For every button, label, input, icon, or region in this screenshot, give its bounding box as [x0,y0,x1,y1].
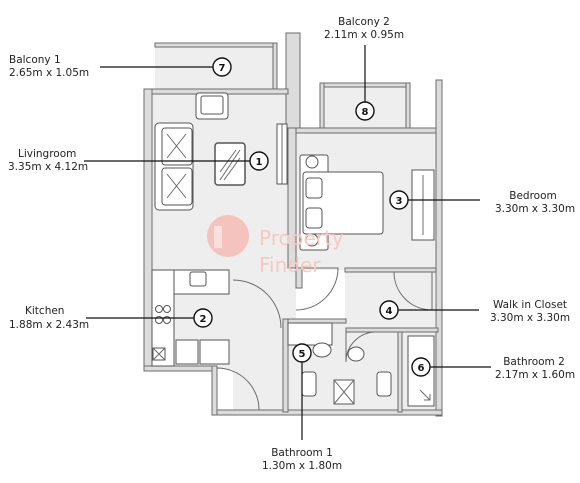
label-bathroom-1-size: 1.30m x 1.80m [262,460,342,472]
callout-leaders [84,45,491,440]
marker-bathroom-2: 6 [411,357,431,377]
left-outer-wall [143,88,153,372]
label-livingroom-name: Livingroom [18,148,76,160]
label-bedroom-name: Bedroom [509,190,557,202]
bed [299,154,384,251]
column [285,32,301,133]
living-bedroom-wall [287,127,297,269]
closet-area [345,270,435,330]
coffee-table [214,142,246,186]
doors [216,123,435,411]
label-bathroom-2-name: Bathroom 2 [503,356,565,368]
marker-balcony-2: 8 [355,101,375,121]
marker-livingroom: 1 [249,151,269,171]
svg-text:7: 7 [219,63,226,74]
svg-text:1: 1 [256,157,263,168]
balcony-2-right-wall [405,82,411,133]
label-bathroom-1-name: Bathroom 1 [271,447,333,459]
kitchen-counter [151,269,230,367]
label-bathroom-2-size: 2.17m x 1.60m [495,369,575,381]
label-balcony-1-size: 2.65m x 1.05m [9,67,89,79]
bedroom-closet-wall [344,267,437,273]
room-labels: Balcony 1 2.65m x 1.05m Balcony 2 2.11m … [8,16,575,472]
svg-text:2: 2 [200,314,207,325]
kitchen-bottom-wall [143,365,217,372]
bath-divider-wall [397,329,403,413]
bottom-outer-wall [211,409,443,416]
svg-text:3: 3 [396,196,403,207]
bedroom-top-wall [295,127,441,134]
balcony-1-top-wall [154,42,278,48]
bathroom-1-door-swing [345,331,377,363]
balcony-2-left-wall [319,82,325,133]
label-kitchen-name: Kitchen [25,305,64,317]
sofa [154,122,194,211]
marker-bathroom-1: 5 [292,343,312,363]
marker-bedroom: 3 [389,190,409,210]
label-bedroom-size: 3.30m x 3.30m [495,203,575,215]
bedroom-door-swing [295,267,339,311]
label-kitchen-size: 1.88m x 2.43m [9,319,89,331]
right-outer-wall [435,79,443,417]
marker-balcony-1: 7 [212,57,232,77]
label-livingroom-size: 3.35m x 4.12m [8,161,88,173]
label-closet-size: 3.30m x 3.30m [490,312,570,324]
marker-walk-in-closet: 4 [379,300,399,320]
watermark-line-2: Finder [259,253,321,277]
label-balcony-1-name: Balcony 1 [9,54,61,66]
entrance-door-swing [216,367,260,411]
entrance-left-wall [211,365,218,416]
svg-text:5: 5 [299,349,306,360]
closet-bath-wall [345,327,439,333]
watermark-line-1: Property [259,226,344,250]
bath-left-wall [282,318,289,413]
balcony-armchair [195,92,229,120]
balcony-1-right-wall [272,42,278,92]
room-markers: 1 2 3 4 5 6 7 8 [193,57,431,377]
svg-text:6: 6 [418,363,425,374]
bathroom-1-fixtures [287,322,392,405]
bathroom-1-top-wall [285,318,347,324]
marker-kitchen: 2 [193,308,213,328]
watermark: Property Finder [207,215,344,277]
kitchen-door-swing [232,279,282,329]
label-closet-name: Walk in Closet [493,299,567,311]
label-balcony-2-name: Balcony 2 [338,16,390,28]
svg-text:4: 4 [386,306,393,317]
watermark-logo-icon [207,215,249,257]
svg-text:8: 8 [362,107,369,118]
label-balcony-2-size: 2.11m x 0.95m [324,29,404,41]
furniture [151,92,435,407]
